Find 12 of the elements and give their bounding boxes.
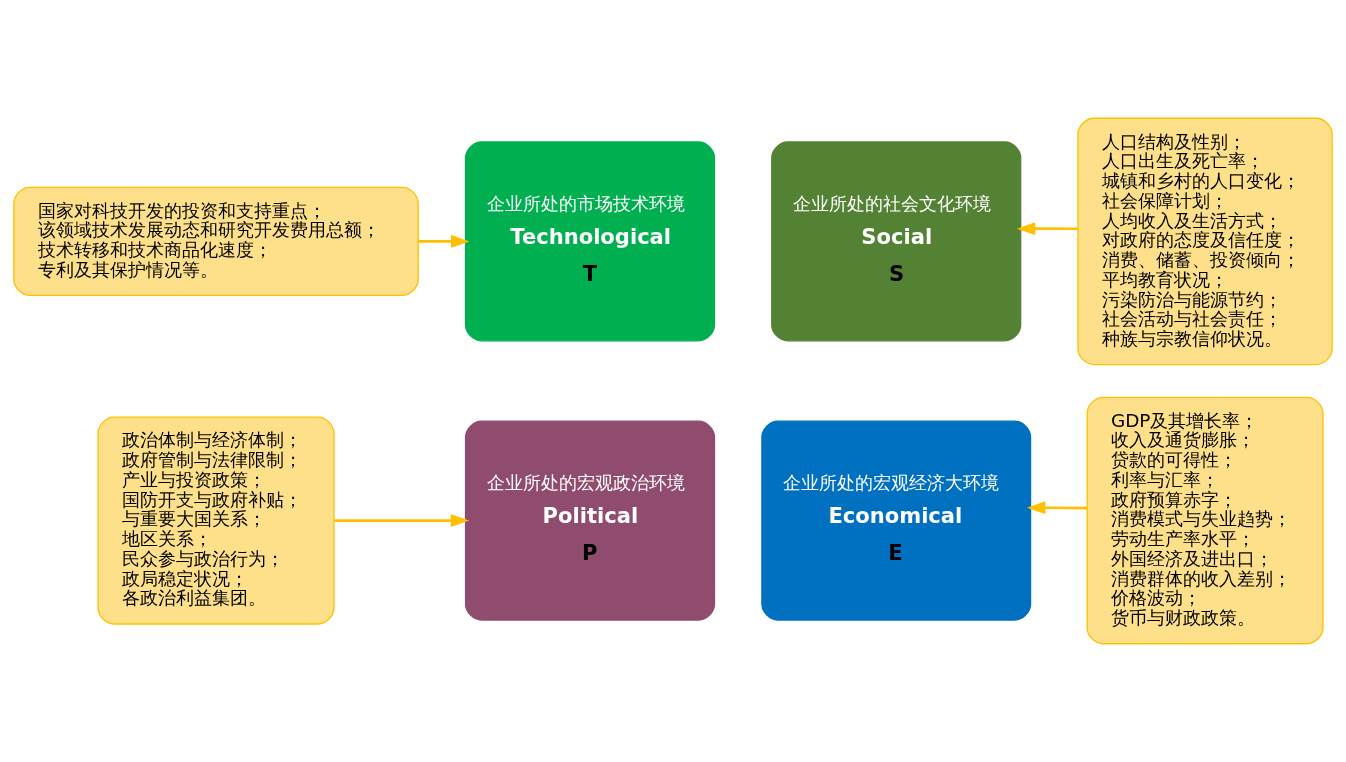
arrow [1016, 222, 1078, 236]
node-box: 企业所处的宏观经济大环境 Economical E [761, 420, 1032, 621]
node-box: 政治体制与经济体制； 政府管制与法律限制； 产业与投资政策； 国防开支与政府补贴； 与重要大国关系； 地区关系； 民众参与政治行为； 政局稳定状况； 各政治利益集团。 [97, 416, 335, 625]
node-box: 企业所处的宏观政治环境 Political P [464, 420, 716, 621]
node-box: 国家对科技开发的投资和支持重点； 该领域技术发展动态和研究开发费用总额； 技术转移和技术商品化速度； 专利及其保护情况等。 [13, 186, 419, 297]
node-box: GDP及其增长率； 收入及通货膨胀； 贷款的可得性； 利率与汇率； 政府预算赤字； 消费模式与失业趋势； 劳动生产率水平； 外国经济及进出口； 消费群体的收入差别； 价格波动； 货币与财政政策。 [1086, 396, 1324, 645]
node-box: 人口结构及性别； 人口出生及死亡率； 城镇和乡村的人口变化； 社会保障计划； 人均收入及生活方式； 对政府的态度及信任度； 消费、储蓄、投资倾向； 平均教育状况； 污染防治与能源节约； 社会活动与社会责任； 种族与宗教信仰状况。 [1077, 117, 1333, 366]
node-box: 企业所处的市场技术环境 Technological T [464, 141, 716, 342]
arrow [418, 234, 470, 248]
arrow [1026, 501, 1088, 515]
node-box: 企业所处的社会文化环境 Social S [771, 141, 1022, 342]
arrow [334, 514, 470, 528]
